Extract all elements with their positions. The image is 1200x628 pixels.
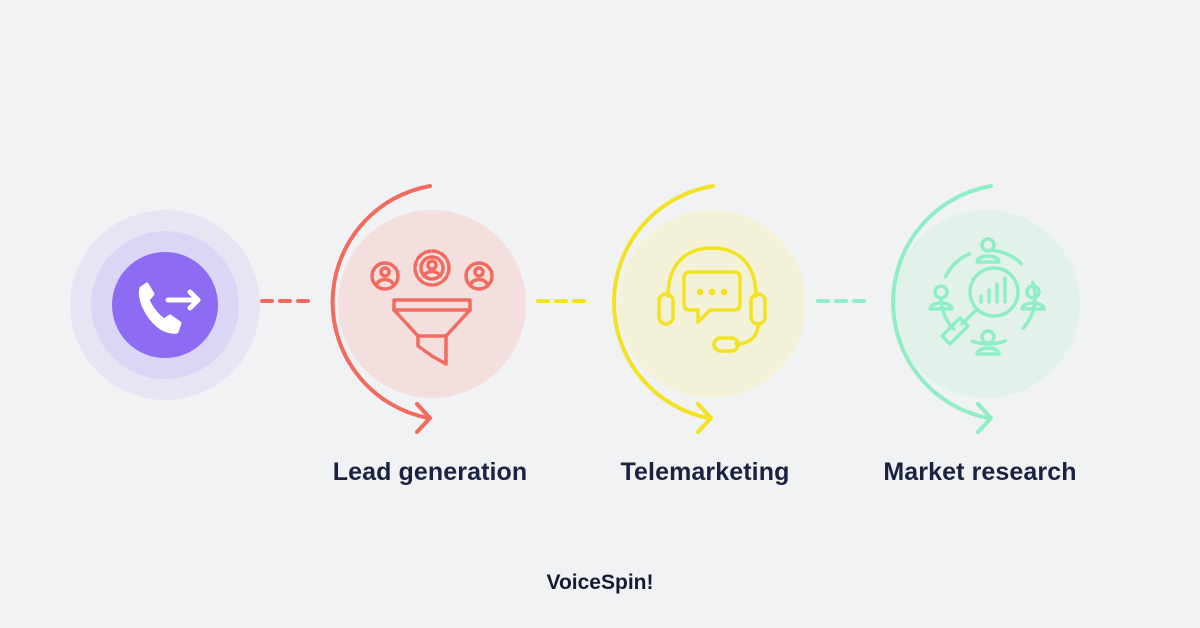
start-node [70,210,260,400]
arrow-head-icon [696,402,713,434]
step-market-research [891,184,1080,434]
voicespin-logo: VoiceSpin! [546,571,654,594]
cycle-arc [330,184,432,420]
step-label-lead-generation: Lead generation [332,458,528,486]
magnifier-chart-people-icon [928,237,1046,356]
step-lead-generation [330,184,526,434]
phone-forward-icon [138,282,201,334]
arrow-head-icon [415,402,432,434]
step-telemarketing [611,184,806,434]
cycle-arc [611,184,715,420]
funnel-people-gear-icon [370,249,494,366]
arrow-head-icon [976,402,993,434]
step-label-market-research: Market research [883,458,1077,486]
cycle-arc [891,184,993,420]
headset-chat-icon [657,246,767,353]
step-label-telemarketing: Telemarketing [620,458,790,486]
